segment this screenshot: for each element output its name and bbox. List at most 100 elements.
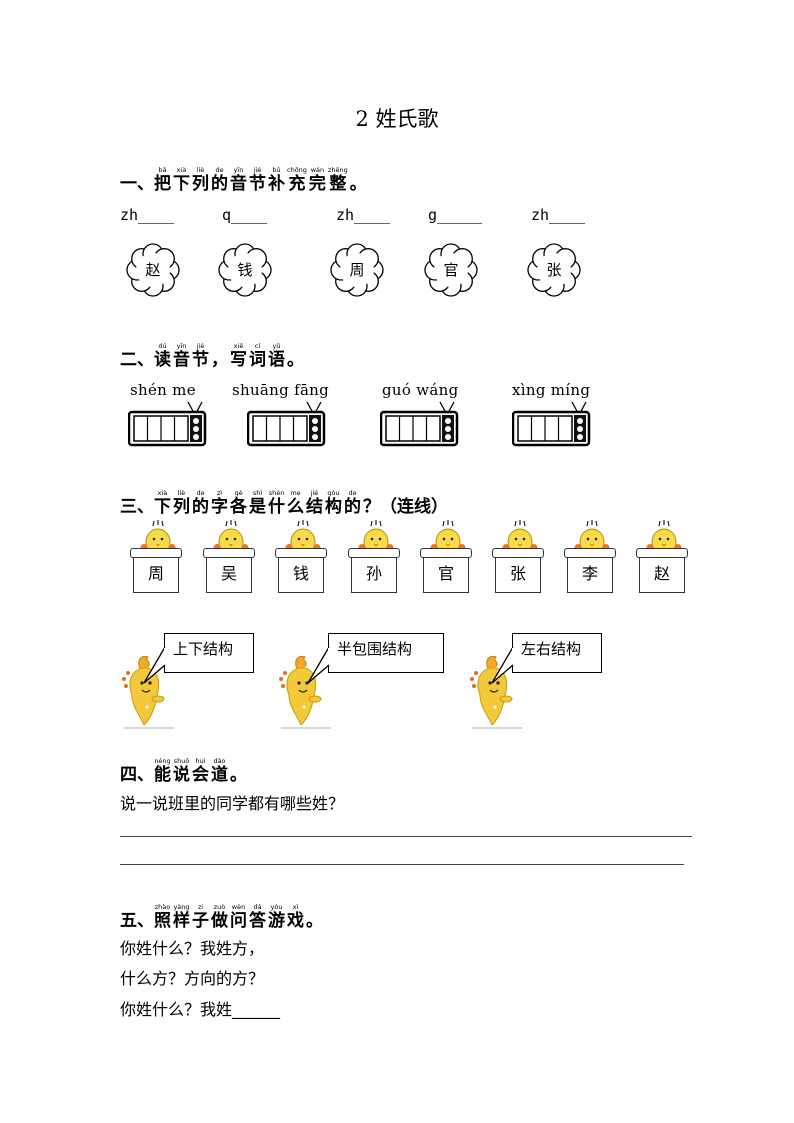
cup-char: 张 bbox=[495, 558, 541, 593]
pinyin-annotation bbox=[211, 342, 228, 350]
pinyin-annotation: xì bbox=[292, 903, 299, 911]
pinyin-annotation: me bbox=[290, 489, 301, 497]
cup-rim bbox=[348, 548, 400, 558]
pinyin-annotation: bǔ bbox=[272, 166, 281, 174]
hanzi-char: 整 bbox=[329, 174, 347, 194]
flower-shape: 钱 bbox=[218, 243, 272, 297]
pinyin-annotation: chōng bbox=[287, 166, 307, 174]
hanzi-char: 的 bbox=[211, 174, 228, 194]
pinyin-annotation: liè bbox=[177, 489, 186, 497]
hanzi-char: 完 bbox=[308, 174, 326, 194]
cup-char: 钱 bbox=[278, 558, 324, 593]
tv-writing-box[interactable] bbox=[246, 400, 327, 452]
hanzi-char: 答 bbox=[249, 911, 266, 931]
pinyin-annotation: zhěng bbox=[327, 166, 348, 174]
pinyin-annotation: xià bbox=[157, 489, 168, 497]
flower-shape: 周 bbox=[330, 243, 384, 297]
flower-char: 周 bbox=[349, 261, 365, 279]
pinyin-annotation: de bbox=[196, 489, 205, 497]
pinyin-annotation: jié bbox=[253, 166, 262, 174]
hanzi-char: 什 bbox=[268, 497, 285, 517]
hanzi-char: 能 bbox=[154, 765, 171, 785]
pinyin-annotation: bǎ bbox=[158, 166, 167, 174]
flower-shape: 官 bbox=[424, 243, 478, 297]
hanzi-char: 下 bbox=[173, 174, 190, 194]
cup-char: 孙 bbox=[351, 558, 397, 593]
pinyin-word-2: shuāng fāng bbox=[232, 381, 330, 399]
hanzi-char: 会 bbox=[192, 765, 209, 785]
chick-icon bbox=[646, 520, 682, 554]
pinyin-annotation: zhào bbox=[154, 903, 171, 911]
hanzi-char: 说 bbox=[173, 765, 190, 785]
pinyin-annotation: gòu bbox=[327, 489, 340, 497]
bubble-tail bbox=[490, 645, 514, 689]
tv-writing-box[interactable] bbox=[127, 400, 208, 452]
hanzi-char: 字 bbox=[211, 497, 228, 517]
pinyin-annotation: gè bbox=[234, 489, 243, 497]
hanzi-char: 做 bbox=[211, 911, 228, 931]
hanzi-char: 是 bbox=[249, 497, 266, 517]
cup-rim bbox=[420, 548, 472, 558]
pinyin-annotation: wán bbox=[310, 166, 325, 174]
mascot-icon bbox=[466, 655, 526, 733]
pinyin-annotation: xià bbox=[176, 166, 187, 174]
dialog-line-1: 你姓什么？我姓方， bbox=[120, 939, 265, 958]
hanzi-char: 把 bbox=[154, 174, 171, 194]
page-title: 2 姓氏歌 bbox=[355, 107, 439, 131]
chick-icon bbox=[358, 520, 394, 554]
section-number: 一、 bbox=[120, 174, 154, 194]
cup-rim bbox=[492, 548, 544, 558]
cup-char: 官 bbox=[423, 558, 469, 593]
pinyin-word-1: shén me bbox=[130, 381, 196, 399]
structure-bubble-1: 上下结构 bbox=[164, 633, 254, 673]
dialog-line-2: 什么方？方向的方？ bbox=[120, 969, 265, 988]
hanzi-char: 下 bbox=[154, 497, 171, 517]
tv-writing-box[interactable] bbox=[379, 400, 460, 452]
answer-line-2[interactable] bbox=[120, 864, 684, 865]
hanzi-char: 充 bbox=[288, 174, 306, 194]
hanzi-char: 子 bbox=[192, 911, 209, 931]
flower-shape: 赵 bbox=[126, 243, 180, 297]
hanzi-char: 写 bbox=[230, 350, 247, 370]
pinyin-annotation: yàng bbox=[173, 903, 190, 911]
structure-bubble-2: 半包围结构 bbox=[328, 633, 444, 673]
pinyin-annotation: shuō bbox=[173, 757, 190, 765]
pinyin-annotation: liè bbox=[196, 166, 205, 174]
pinyin-annotation: yóu bbox=[270, 903, 283, 911]
pinyin-word-4: xìng míng bbox=[512, 381, 591, 399]
hanzi-char: 道 bbox=[211, 765, 228, 785]
pinyin-annotation: xiě bbox=[233, 342, 244, 350]
flower-char: 钱 bbox=[237, 261, 253, 279]
cup-char: 吴 bbox=[206, 558, 252, 593]
tv-writing-box[interactable] bbox=[511, 400, 592, 452]
hanzi-char: 列 bbox=[192, 174, 209, 194]
hanzi-char: 的 bbox=[192, 497, 209, 517]
pinyin-annotation: yīn bbox=[176, 342, 187, 350]
cup-rim bbox=[275, 548, 327, 558]
hanzi-char: 列 bbox=[173, 497, 190, 517]
hanzi-char: 的 bbox=[344, 497, 361, 517]
pinyin-annotation: zuò bbox=[213, 903, 226, 911]
pinyin-annotation: zì bbox=[216, 489, 223, 497]
answer-line-1[interactable] bbox=[120, 836, 692, 837]
hanzi-char: 构 bbox=[325, 497, 342, 517]
